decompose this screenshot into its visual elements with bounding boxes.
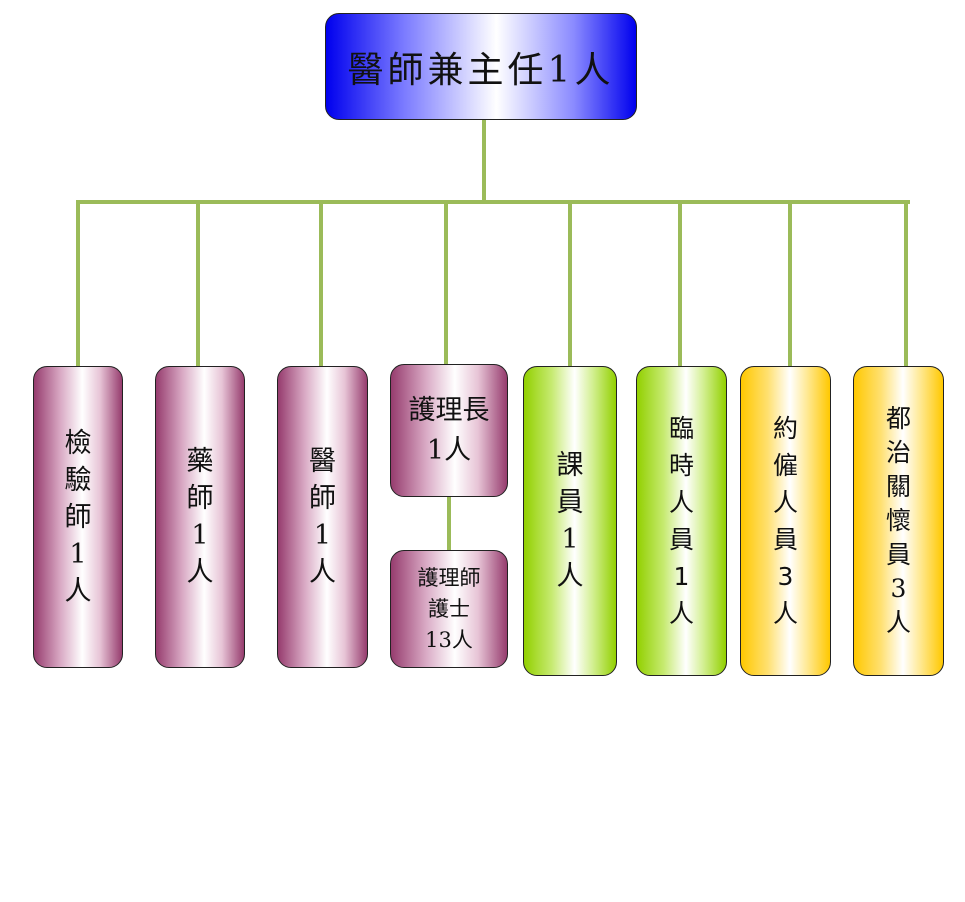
unit-label: 藥 師 1 人 bbox=[186, 446, 214, 588]
unit-box-lab: 檢 驗 師 1 人 bbox=[33, 366, 123, 668]
connector-4 bbox=[444, 202, 448, 365]
unit-label: 約 僱 人 員 3 人 bbox=[772, 414, 798, 628]
unit-box-physician: 醫 師 1 人 bbox=[277, 366, 368, 668]
unit-label: 醫 師 1 人 bbox=[309, 446, 336, 588]
unit-label: 護理師 護士 13人 bbox=[417, 565, 481, 652]
unit-box-head-nurse: 護理長 1人 bbox=[390, 364, 508, 497]
unit-box-contract: 約 僱 人 員 3 人 bbox=[740, 366, 831, 676]
unit-box-nurses: 護理師 護士 13人 bbox=[390, 550, 508, 668]
connector-7 bbox=[788, 202, 792, 367]
unit-box-care-worker: 都 治 關 懷 員 3 人 bbox=[853, 366, 944, 676]
connector-6 bbox=[678, 202, 682, 367]
connector-5 bbox=[568, 202, 572, 367]
connector-3 bbox=[319, 202, 323, 367]
unit-box-pharmacist: 藥 師 1 人 bbox=[155, 366, 245, 668]
connector-8 bbox=[904, 202, 908, 367]
connector-1 bbox=[76, 202, 80, 367]
connector-horizontal bbox=[76, 200, 910, 204]
connector-4-sub bbox=[447, 497, 451, 551]
unit-label: 臨 時 人 員 1 人 bbox=[668, 414, 694, 628]
unit-label: 護理長 1人 bbox=[408, 394, 490, 466]
director-box: 醫師兼主任1人 bbox=[325, 13, 637, 120]
unit-label: 都 治 關 懷 員 3 人 bbox=[885, 404, 911, 637]
unit-box-temporary: 臨 時 人 員 1 人 bbox=[636, 366, 727, 676]
connector-top bbox=[482, 120, 486, 203]
connector-2 bbox=[196, 202, 200, 367]
director-label: 醫師兼主任1人 bbox=[347, 49, 615, 91]
unit-label: 課 員 1 人 bbox=[556, 450, 584, 592]
unit-box-clerk: 課 員 1 人 bbox=[523, 366, 617, 676]
unit-label: 檢 驗 師 1 人 bbox=[64, 427, 92, 607]
